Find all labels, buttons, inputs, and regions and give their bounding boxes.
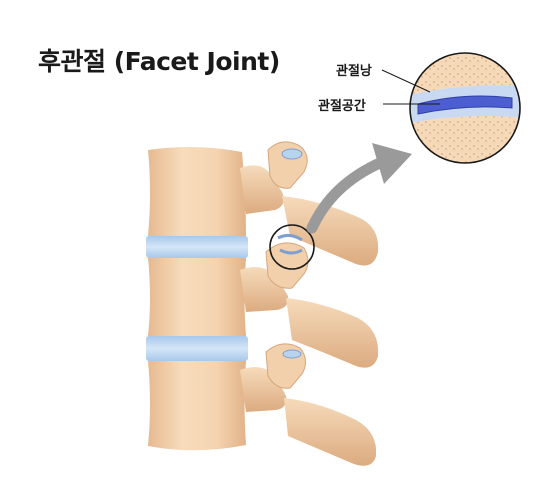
vertebral-body-2 xyxy=(148,258,246,336)
facet-joint-circle xyxy=(269,224,315,270)
joint-space xyxy=(417,95,513,115)
intervertebral-disc-1 xyxy=(146,236,248,258)
intervertebral-disc-2 xyxy=(146,336,248,361)
vertebral-body-3 xyxy=(148,361,246,451)
zoom-circle-outline xyxy=(409,52,521,164)
callout-lines xyxy=(381,69,440,105)
capsule-leader-line xyxy=(381,69,431,93)
vertebral-bodies xyxy=(148,146,246,451)
posterior-elements xyxy=(240,141,379,466)
page-title: 후관절 (Facet Joint) xyxy=(38,47,280,76)
vertebral-body-1 xyxy=(148,146,246,236)
joint-capsule-label: 관절낭 xyxy=(336,64,372,79)
joint-space-label: 관절공간 xyxy=(318,99,366,114)
intervertebral-discs xyxy=(146,236,248,361)
zoom-arrow xyxy=(306,143,412,234)
facet-joint-highlight xyxy=(269,224,315,270)
arrow-head-icon xyxy=(372,143,412,184)
zoom-detail xyxy=(409,52,521,164)
